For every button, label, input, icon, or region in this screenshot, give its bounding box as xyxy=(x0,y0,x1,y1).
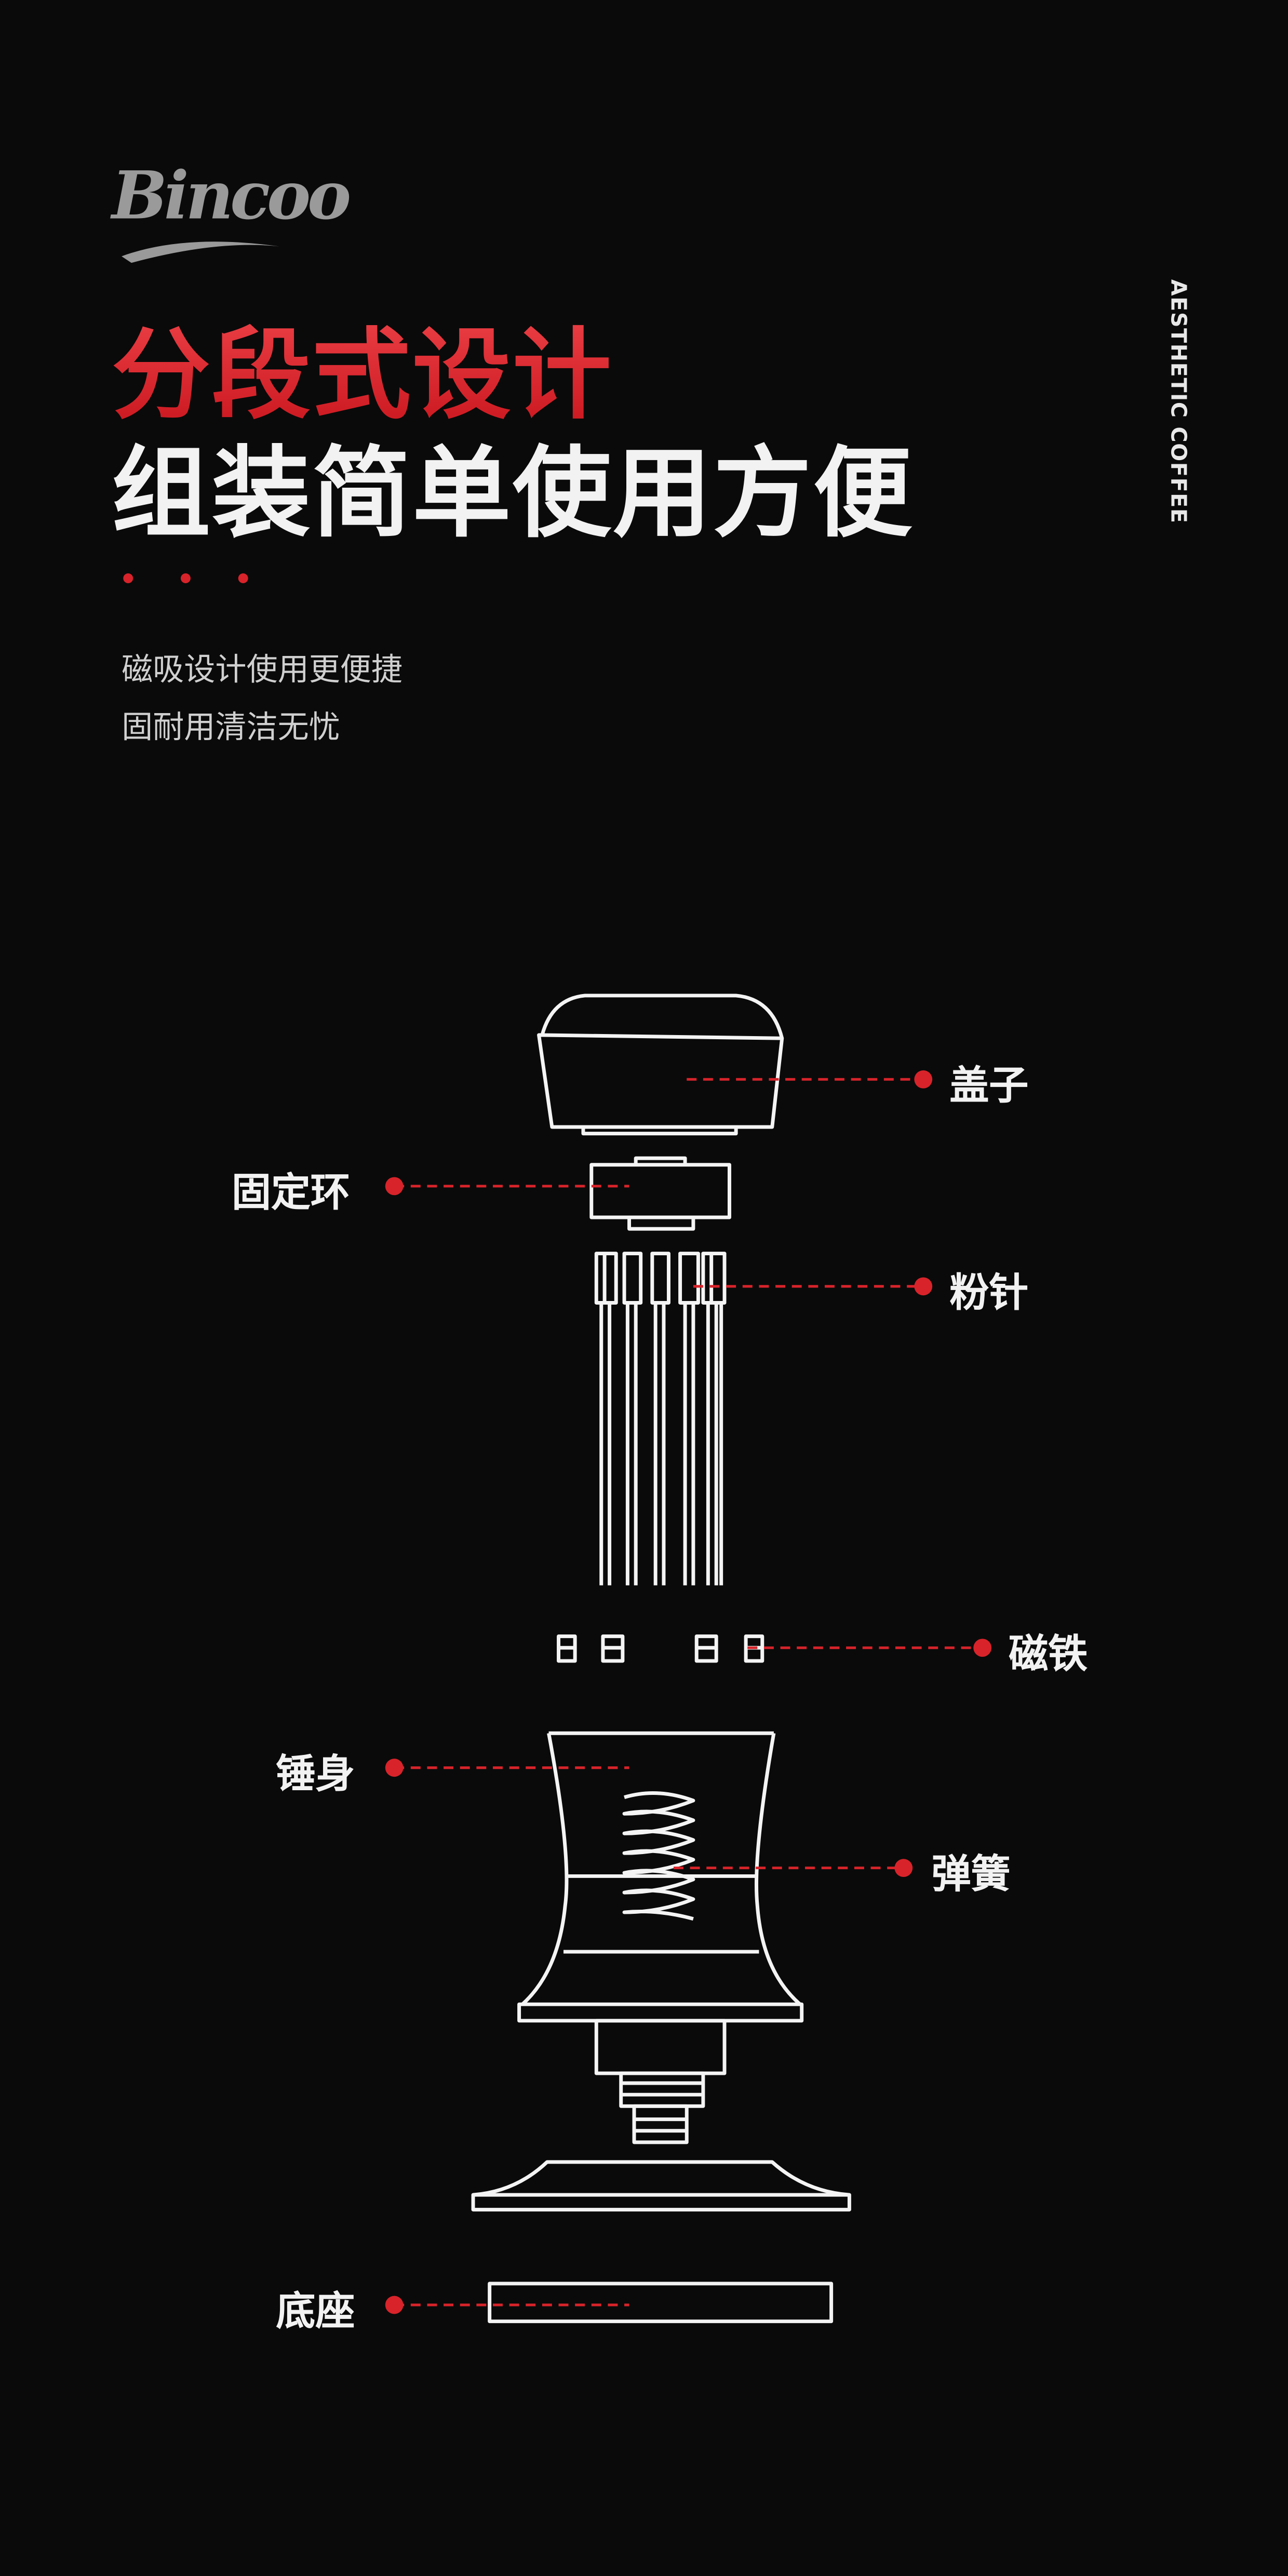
base-plate-drawing xyxy=(488,2282,834,2324)
magnets-drawing xyxy=(557,1634,764,1663)
decor-dot xyxy=(180,573,191,583)
leader-dots xyxy=(385,1070,992,2314)
feature-line: 磁吸设计使用更便捷 xyxy=(122,652,403,689)
headline-white: 组装简单使用方便 xyxy=(112,437,914,552)
stem-drawing xyxy=(594,2019,727,2144)
decor-dot xyxy=(238,573,248,583)
label-spring: 弹簧 xyxy=(931,1852,1011,1898)
label-base: 底座 xyxy=(276,2288,355,2335)
base-drawing xyxy=(471,2160,851,2212)
feature-line: 固耐用清洁无忧 xyxy=(122,709,340,746)
label-ring: 固定环 xyxy=(232,1170,350,1216)
ring-drawing xyxy=(589,1156,731,1231)
headline-red: 分段式设计 xyxy=(112,296,613,438)
label-needles: 粉针 xyxy=(949,1270,1029,1316)
brand-logo: Bincoo xyxy=(112,157,351,235)
label-body: 锤身 xyxy=(276,1751,355,1797)
logo-swoosh-icon xyxy=(122,242,279,263)
spring-drawing xyxy=(622,1791,695,1921)
body-drawing xyxy=(517,1731,804,2023)
needles-drawing xyxy=(594,1252,727,1586)
label-magnets: 磁铁 xyxy=(1009,1631,1088,1678)
leader-lines xyxy=(394,1078,983,2306)
decor-dot xyxy=(123,573,133,583)
label-lid: 盖子 xyxy=(949,1063,1029,1109)
lid-drawing xyxy=(537,994,784,1136)
